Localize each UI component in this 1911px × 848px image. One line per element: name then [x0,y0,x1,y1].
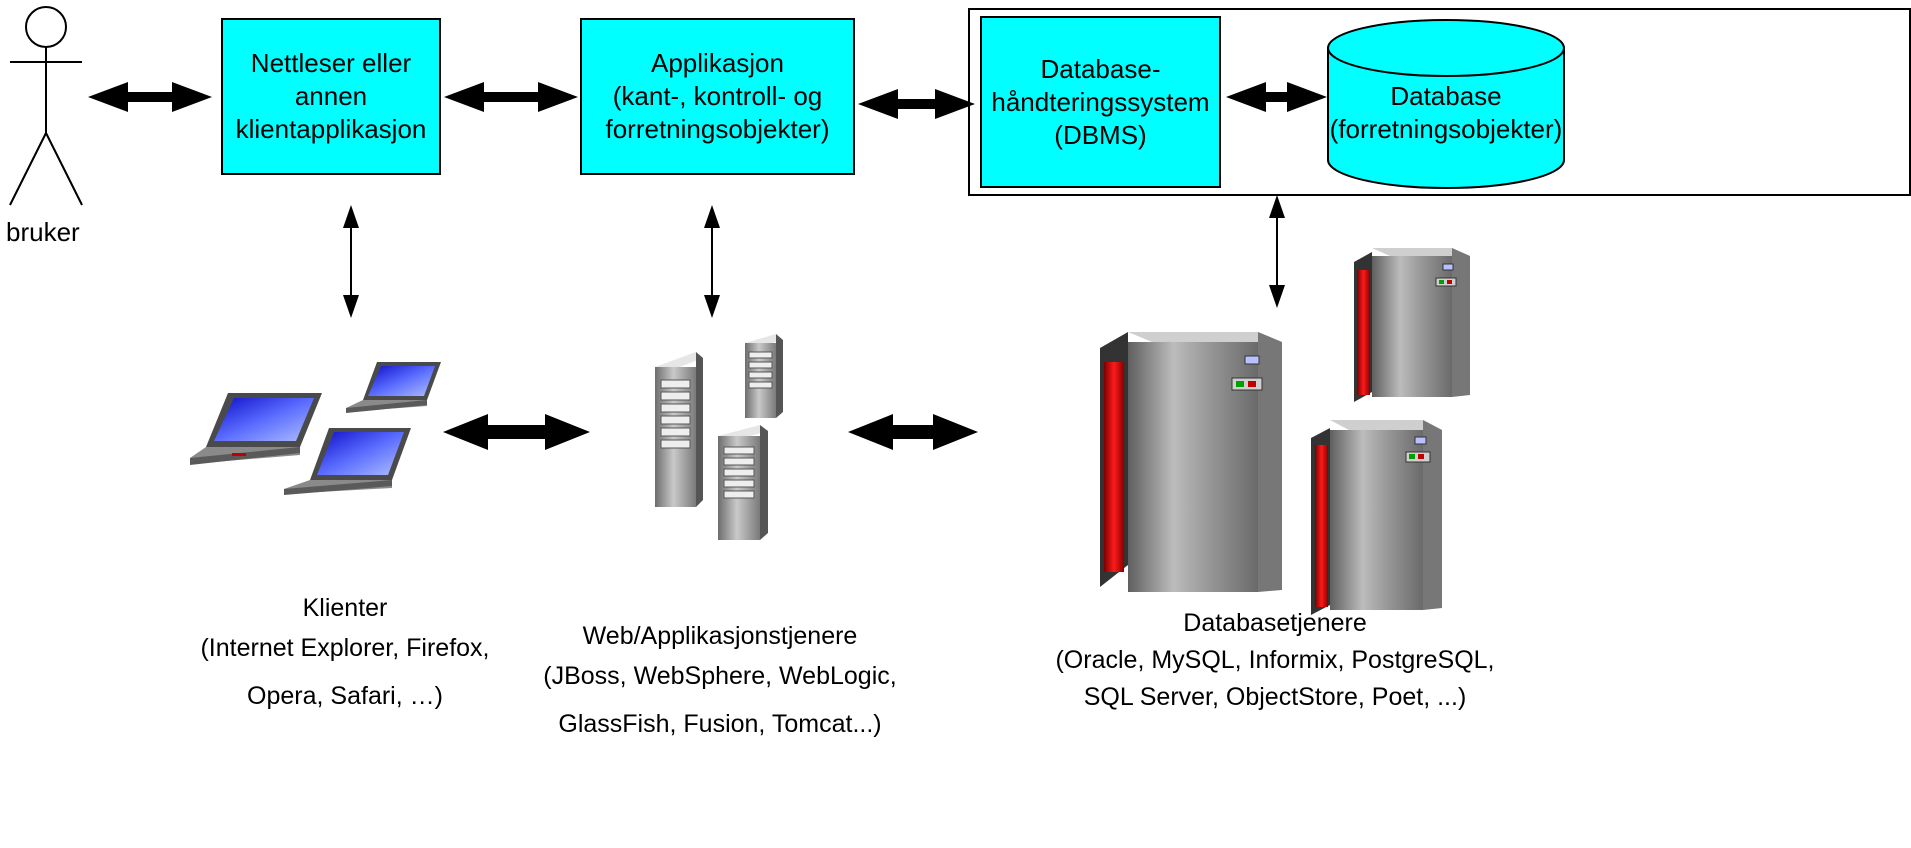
double-arrow-user-browser [88,82,212,112]
laptop-icon-small [346,362,441,413]
appservers-caption-line-1: Web/Applikasjonstjenere [582,622,858,650]
arrows-top-row [88,82,1327,119]
mainframe-icon-upper-right [1354,248,1470,402]
user-stick-figure-icon [9,6,83,206]
database-cylinder-label: Database (forretningsobjekter) [1328,80,1564,146]
clients-caption-line-2: (Internet Explorer, Firefox, [200,634,490,662]
dbms-box-line-1: Database- [1040,53,1161,84]
appservers-caption: Web/Applikasjonstjenere (JBoss, WebSpher… [540,616,900,744]
vertical-arrow-browser-clients [343,205,359,318]
laptop-icon-front [284,428,411,495]
database-cylinder [1327,19,1565,189]
database-line-1: Database [1390,81,1502,111]
double-arrow-dbms-database [1226,82,1327,112]
application-box-line-1: Applikasjon [651,48,784,78]
dbms-box: Database- håndteringssystem (DBMS) [980,16,1221,188]
application-box-line-3: forretningsobjekter) [605,114,830,144]
server-tower-icon-1 [655,352,703,507]
clients-caption-line-3: Opera, Safari, …) [247,682,443,710]
dbservers-caption-line-1: Databasetjenere [1183,609,1367,637]
dbservers-caption: Databasetjenere (Oracle, MySQL, Informix… [1015,605,1535,716]
laptop-icon-large [190,393,322,465]
clients-caption: Klienter (Internet Explorer, Firefox, Op… [170,588,520,716]
dbms-box-line-2: håndteringssystem [991,86,1210,117]
mainframe-icon-lower-right [1311,420,1442,615]
vertical-arrow-dbms-dbservers [1269,195,1285,308]
double-arrow-browser-application [444,82,578,112]
server-tower-icon-2 [745,334,783,418]
appservers-caption-line-3: GlassFish, Fusion, Tomcat...) [558,710,882,738]
application-box: Applikasjon (kant-, kontroll- og forretn… [580,18,855,175]
server-tower-icon-3 [718,425,768,540]
double-arrow-application-dbms [858,89,975,119]
dbms-box-line-3: (DBMS) [1054,119,1147,150]
double-arrow-clients-appservers [443,414,590,450]
database-line-2: (forretningsobjekter) [1329,114,1563,144]
dbservers-caption-line-3: SQL Server, ObjectStore, Poet, ...) [1083,683,1467,711]
database-group-frame [968,8,1911,196]
actor-label: bruker [6,217,80,247]
browser-box-line-3: klientapplikasjon [235,114,427,144]
browser-box: Nettleser eller annen klientapplikasjon [221,18,441,175]
double-arrow-appservers-dbservers [848,414,978,450]
browser-box-line-1: Nettleser eller [250,48,412,78]
browser-box-line-2: annen [294,81,368,111]
clients-caption-line-1: Klienter [302,594,388,622]
mainframe-icon-large [1100,332,1282,592]
vertical-arrow-application-appservers [704,205,720,318]
appservers-caption-line-2: (JBoss, WebSphere, WebLogic, [543,662,897,690]
application-box-line-2: (kant-, kontroll- og [612,81,823,111]
dbservers-caption-line-2: (Oracle, MySQL, Informix, PostgreSQL, [1055,646,1495,674]
arrows-middle-row [443,414,978,450]
vertical-arrows [343,195,1285,318]
